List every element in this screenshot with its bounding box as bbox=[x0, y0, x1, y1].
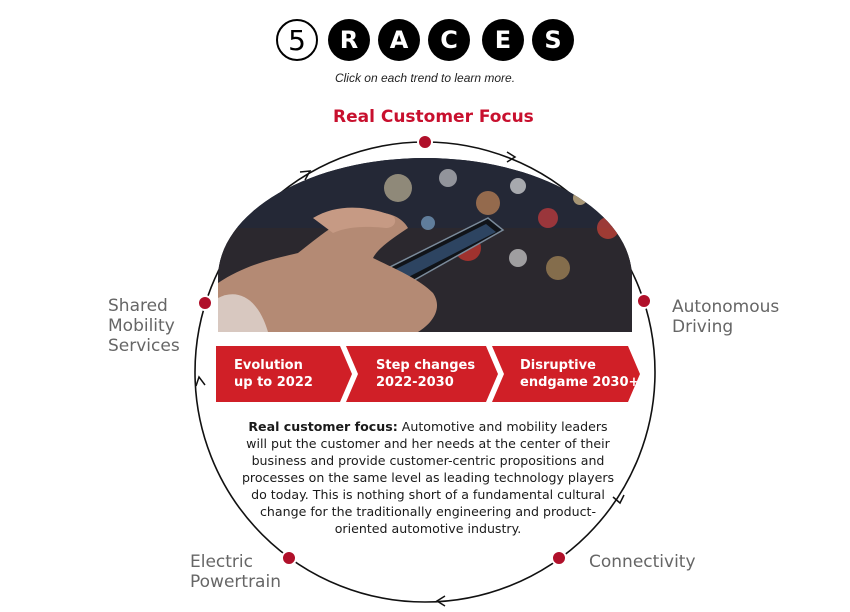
phase-period: 2022-2030 bbox=[376, 375, 454, 390]
trend-dot-connectivity bbox=[551, 550, 567, 566]
phase-disruptive: Disruptive endgame 2030+ bbox=[492, 346, 640, 402]
phase-timeline: Evolution up to 2022 Step changes 2022-2… bbox=[216, 346, 640, 402]
logo-number: 5 bbox=[276, 19, 318, 61]
phase-evolution: Evolution up to 2022 bbox=[216, 346, 352, 402]
trend-label-line: Autonomous bbox=[672, 297, 780, 317]
trend-label-line: Mobility bbox=[108, 316, 175, 336]
logo-letter-a: A bbox=[378, 19, 420, 61]
phase-title: Evolution bbox=[234, 358, 303, 373]
trend-description: Real customer focus: Automotive and mobi… bbox=[238, 418, 618, 537]
ring-arrow-icon bbox=[612, 494, 625, 505]
trend-label-line: Electric bbox=[190, 552, 253, 572]
trend-label-line: Driving bbox=[672, 317, 734, 337]
instruction-text: Click on each trend to learn more. bbox=[334, 71, 516, 85]
five-races-logo: 5 R A C E S bbox=[276, 19, 576, 63]
logo-letter-r: R bbox=[328, 19, 370, 61]
trend-dot-real-customer-focus bbox=[417, 134, 433, 150]
ring-arrow-icon bbox=[435, 595, 446, 607]
phase-title: Step changes bbox=[376, 358, 476, 373]
description-heading: Real customer focus: bbox=[248, 419, 398, 434]
trend-label-line: Shared bbox=[108, 296, 168, 316]
phase-title: Disruptive bbox=[520, 358, 596, 373]
ring-arrow-icon bbox=[195, 375, 206, 387]
trend-dot-electric-powertrain bbox=[281, 550, 297, 566]
phase-step-changes: Step changes 2022-2030 bbox=[346, 346, 498, 402]
ring-arrow-icon bbox=[299, 170, 312, 181]
trend-connectivity[interactable]: Connectivity bbox=[589, 552, 696, 572]
trend-dot-shared-mobility bbox=[197, 295, 213, 311]
phase-period: up to 2022 bbox=[234, 375, 313, 390]
logo-letter-s: S bbox=[532, 19, 574, 61]
trend-label-line: Powertrain bbox=[190, 572, 281, 592]
trend-real-customer-focus[interactable]: Real Customer Focus bbox=[333, 107, 534, 127]
ring-arrow-icon bbox=[506, 151, 517, 163]
phase-period: endgame 2030+ bbox=[520, 375, 640, 390]
logo-letter-c: C bbox=[428, 19, 470, 61]
trend-shared-mobility-services[interactable]: Shared Mobility Services bbox=[108, 296, 180, 356]
trend-dot-autonomous-driving bbox=[636, 293, 652, 309]
trend-electric-powertrain[interactable]: Electric Powertrain bbox=[190, 552, 281, 592]
logo-letter-e: E bbox=[482, 19, 524, 61]
trend-label-line: Services bbox=[108, 336, 180, 356]
description-body: Automotive and mobility leaders will put… bbox=[241, 419, 615, 536]
trend-autonomous-driving[interactable]: Autonomous Driving bbox=[672, 297, 779, 337]
